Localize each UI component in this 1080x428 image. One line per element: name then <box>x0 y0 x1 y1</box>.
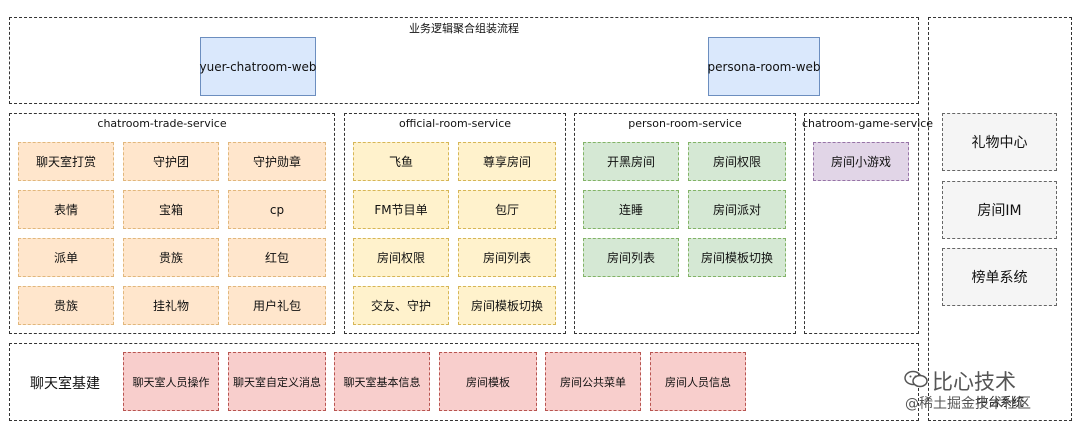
ranking-system-box: 榜单系统 <box>942 248 1057 306</box>
trade-item: 红包 <box>228 238 326 277</box>
person-item: 房间模板切换 <box>688 238 786 277</box>
official-item: FM节目单 <box>353 190 449 229</box>
official-item: 交友、守护 <box>353 286 449 325</box>
watermark-brand: 比心技术 <box>932 370 1016 394</box>
official-item: 尊享房间 <box>458 142 556 181</box>
base-item: 聊天室人员操作 <box>123 352 219 411</box>
trade-item: 表情 <box>18 190 114 229</box>
person-item: 房间派对 <box>688 190 786 229</box>
game-service-title: chatroom-game-service <box>802 117 934 130</box>
watermark-site: @稀土掘金技术社区 <box>905 396 1031 412</box>
yuer-chatroom-web-box: yuer-chatroom-web <box>199 37 317 96</box>
base-item: 房间模板 <box>439 352 537 411</box>
trade-item: 宝箱 <box>123 190 219 229</box>
person-item: 房间列表 <box>583 238 679 277</box>
base-item: 房间人员信息 <box>650 352 746 411</box>
base-item: 房间公共菜单 <box>545 352 641 411</box>
game-item: 房间小游戏 <box>813 142 909 181</box>
persona-room-web-box: persona-room-web <box>708 37 821 96</box>
trade-item: cp <box>228 190 326 229</box>
trade-item: 聊天室打赏 <box>18 142 114 181</box>
official-service-title: official-room-service <box>398 117 512 130</box>
trade-item: 守护勋章 <box>228 142 326 181</box>
base-item: 聊天室基本信息 <box>334 352 430 411</box>
trade-service-title: chatroom-trade-service <box>97 117 227 130</box>
trade-item: 派单 <box>18 238 114 277</box>
trade-item: 守护团 <box>123 142 219 181</box>
official-item: 飞鱼 <box>353 142 449 181</box>
person-service-title: person-room-service <box>628 117 742 130</box>
trade-item: 挂礼物 <box>123 286 219 325</box>
middle-platform-title: 中台系统 <box>975 395 1024 409</box>
top-aggregation-title: 业务逻辑聚合组装流程 <box>409 22 519 35</box>
person-item: 房间权限 <box>688 142 786 181</box>
official-item: 房间模板切换 <box>458 286 556 325</box>
trade-item: 贵族 <box>123 238 219 277</box>
trade-item: 用户礼包 <box>228 286 326 325</box>
base-item: 聊天室自定义消息 <box>228 352 326 411</box>
base-infra-title: 聊天室基建 <box>30 376 100 392</box>
trade-item: 贵族 <box>18 286 114 325</box>
person-item: 连睡 <box>583 190 679 229</box>
wechat-icon <box>903 369 929 393</box>
room-im-box: 房间IM <box>942 181 1057 239</box>
gift-center-box: 礼物中心 <box>942 113 1057 171</box>
official-item: 房间列表 <box>458 238 556 277</box>
official-item: 包厅 <box>458 190 556 229</box>
official-item: 房间权限 <box>353 238 449 277</box>
person-item: 开黑房间 <box>583 142 679 181</box>
